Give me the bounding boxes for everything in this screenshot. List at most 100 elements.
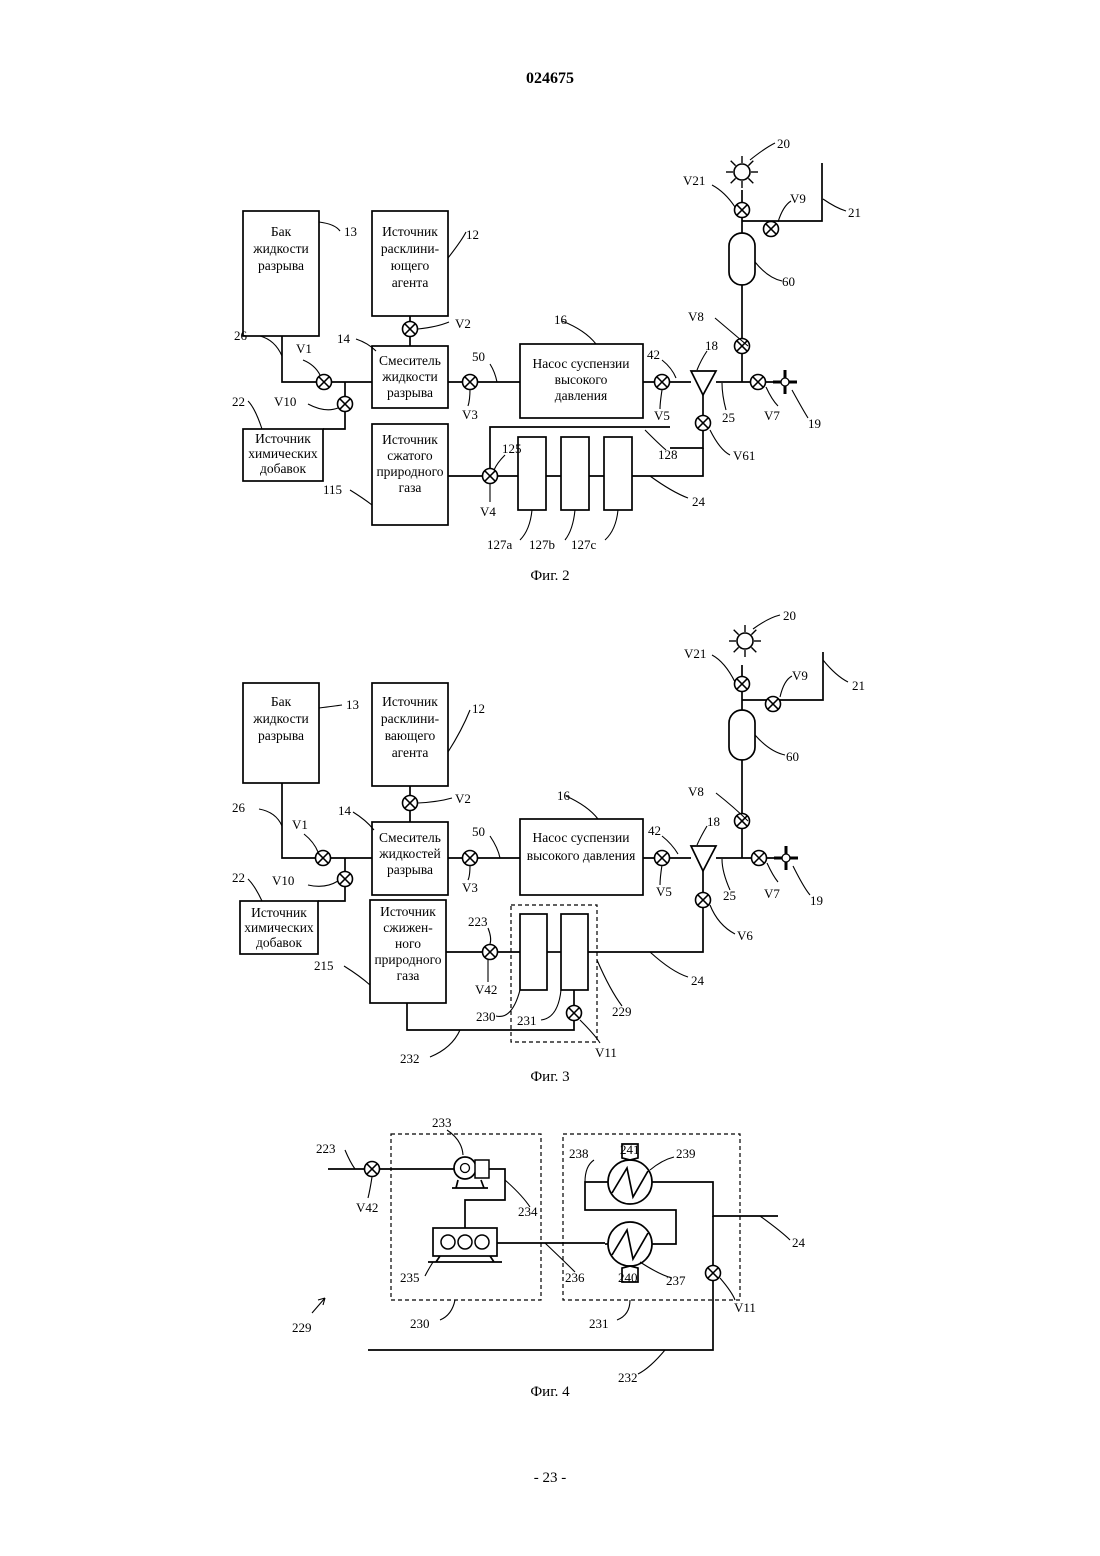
proppant-label-line: расклини-: [381, 241, 440, 256]
ref-239: 239: [676, 1146, 696, 1161]
figure-3: Бак жидкости разрыва Источник расклини- …: [232, 608, 865, 1085]
pump-label-line: высокого давления: [527, 848, 636, 863]
ref-128: 128: [658, 447, 678, 462]
leader: [440, 1300, 455, 1320]
valve-v61[interactable]: [696, 416, 711, 431]
leader: [344, 966, 370, 985]
mixer-label-line: разрыва: [387, 385, 433, 400]
vessel-127c: [604, 437, 632, 510]
leader: [418, 798, 452, 803]
ref-115: 115: [323, 482, 342, 497]
ref-240: 240: [618, 1270, 638, 1285]
valve-v21[interactable]: [735, 203, 750, 218]
ref-V9: V9: [790, 191, 806, 206]
chem-label-line: Источник: [255, 431, 311, 446]
valve-v10[interactable]: [338, 872, 353, 887]
leader: [750, 143, 775, 160]
page-number: - 23 -: [534, 1470, 567, 1486]
proppant-label-line: агента: [392, 745, 429, 760]
leader: [793, 866, 810, 895]
ref-V61: V61: [733, 448, 755, 463]
proppant-label-line: ющего: [391, 258, 430, 273]
ref-127a: 127a: [487, 537, 513, 552]
ref-231: 231: [589, 1316, 609, 1331]
ref-V42: V42: [475, 982, 497, 997]
ref-V10: V10: [274, 394, 296, 409]
leader: [259, 809, 282, 826]
valve-v1[interactable]: [316, 851, 331, 866]
ref-42: 42: [648, 823, 661, 838]
valve-v7[interactable]: [752, 851, 767, 866]
valve-v11[interactable]: [706, 1266, 721, 1281]
figure-4-caption: Фиг. 4: [530, 1384, 570, 1400]
valve-v3[interactable]: [463, 375, 478, 390]
valve-v2[interactable]: [403, 322, 418, 337]
valve-v4[interactable]: [483, 469, 498, 484]
gas-label-line: Источник: [380, 904, 436, 919]
ref-237: 237: [666, 1273, 686, 1288]
leader: [650, 1157, 674, 1170]
leader: [565, 510, 575, 540]
valve-v2[interactable]: [403, 796, 418, 811]
leader: [650, 952, 688, 977]
leader: [697, 826, 707, 845]
ref-233: 233: [432, 1115, 452, 1130]
leader: [823, 199, 846, 211]
valve-v9[interactable]: [766, 697, 781, 712]
ref-V5: V5: [656, 884, 672, 899]
leader: [545, 1243, 575, 1272]
ref-235: 235: [400, 1270, 420, 1285]
valve-v9[interactable]: [764, 222, 779, 237]
valve-v5[interactable]: [655, 375, 670, 390]
gas-label-line: природного: [374, 952, 441, 967]
ref-20: 20: [783, 608, 796, 623]
leader: [425, 1262, 433, 1276]
ref-25: 25: [723, 888, 736, 903]
figure-3-caption: Фиг. 3: [530, 1069, 569, 1085]
pump-label-line: высокого: [555, 372, 608, 387]
valve-v21[interactable]: [735, 677, 750, 692]
valve-v5[interactable]: [655, 851, 670, 866]
leader: [566, 796, 598, 819]
ref-V10: V10: [272, 873, 294, 888]
valve-v42[interactable]: [483, 945, 498, 960]
valve-v10[interactable]: [338, 397, 353, 412]
tank-label-line: разрыва: [258, 258, 304, 273]
pump-label-line: Насос суспензии: [533, 830, 630, 845]
proppant-label-line: Источник: [382, 694, 438, 709]
ref-V8: V8: [688, 784, 704, 799]
ref-234: 234: [518, 1204, 538, 1219]
chem-label-line: химических: [244, 920, 314, 935]
chem-label-line: химических: [248, 446, 318, 461]
ref-V2: V2: [455, 791, 471, 806]
pump-unit-230: [520, 914, 547, 990]
leader: [710, 905, 735, 934]
ref-V5: V5: [654, 408, 670, 423]
valve-v1[interactable]: [317, 375, 332, 390]
valve-v6[interactable]: [696, 893, 711, 908]
leader: [494, 455, 505, 470]
valve-v42[interactable]: [365, 1162, 380, 1177]
ref-V7: V7: [764, 886, 780, 901]
ref-24: 24: [692, 494, 706, 509]
ref-13: 13: [344, 224, 357, 239]
ref-12: 12: [466, 227, 479, 242]
valve-v3[interactable]: [463, 851, 478, 866]
leader: [345, 1150, 355, 1169]
leader: [755, 262, 782, 281]
ref-232: 232: [618, 1370, 638, 1385]
ref-V2: V2: [455, 316, 471, 331]
figure-2-caption: Фиг. 2: [530, 568, 569, 584]
valve-v7[interactable]: [751, 375, 766, 390]
leader: [319, 222, 340, 231]
ref-223: 223: [468, 914, 488, 929]
ref-26: 26: [234, 328, 248, 343]
chem-label-line: Источник: [251, 905, 307, 920]
ref-V3: V3: [462, 880, 478, 895]
ref-22: 22: [232, 394, 245, 409]
leader: [319, 705, 342, 708]
valve-v11[interactable]: [567, 1006, 582, 1021]
ref-22: 22: [232, 870, 245, 885]
leader: [505, 1180, 530, 1207]
